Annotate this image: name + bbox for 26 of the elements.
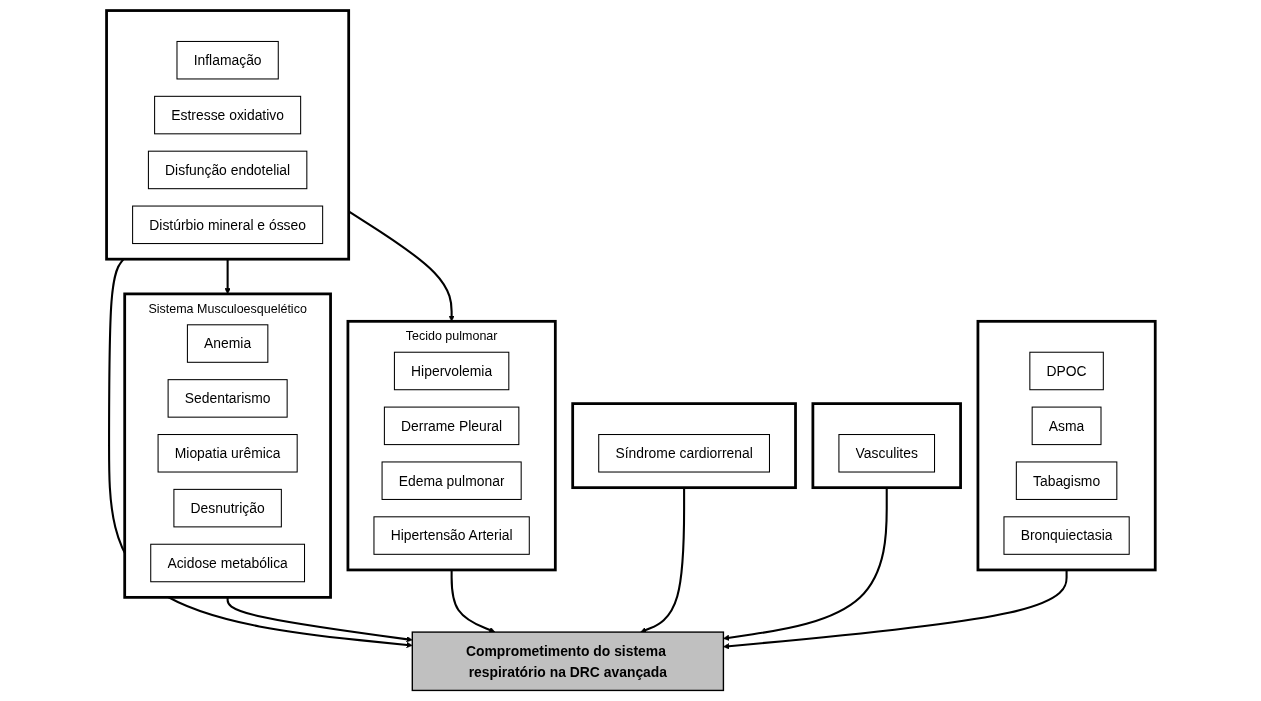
node-box: Estresse oxidativo	[153, 95, 301, 135]
node-box: Desnutrição	[173, 488, 282, 528]
node-box: Tabagismo	[1015, 461, 1117, 500]
node-box: Vasculites	[838, 434, 935, 473]
node-box: Hipervolemia	[393, 351, 509, 391]
node-box: Derrame Pleural	[383, 406, 519, 446]
node-box: Síndrome cardiorrenal	[597, 434, 770, 473]
node-box: Hipertensão Arterial	[373, 516, 530, 555]
node-box: Sedentarismo	[167, 379, 288, 418]
node-box: Bronquiectasia	[1003, 516, 1130, 555]
node-box: Inflamação	[176, 40, 279, 80]
arrow	[450, 569, 495, 633]
node-box: DPOC	[1028, 351, 1104, 391]
cluster	[104, 9, 350, 261]
cluster	[976, 319, 1157, 572]
node-box: Disfunção endotelial	[147, 150, 307, 190]
cluster	[811, 402, 962, 490]
cluster	[570, 402, 797, 490]
node-box: Comprometimento do sistema respiratório na DRC avançada	[411, 631, 724, 692]
arrow	[640, 487, 685, 633]
node-box: Edema pulmonar	[381, 461, 522, 500]
node-box: Asma	[1031, 406, 1102, 446]
node-box: Acidose metabólica	[149, 543, 305, 583]
node-box: Miopatia urêmica	[157, 434, 298, 473]
node-box: Anemia	[186, 324, 268, 363]
node-box: Distúrbio mineral e ósseo	[131, 205, 323, 245]
